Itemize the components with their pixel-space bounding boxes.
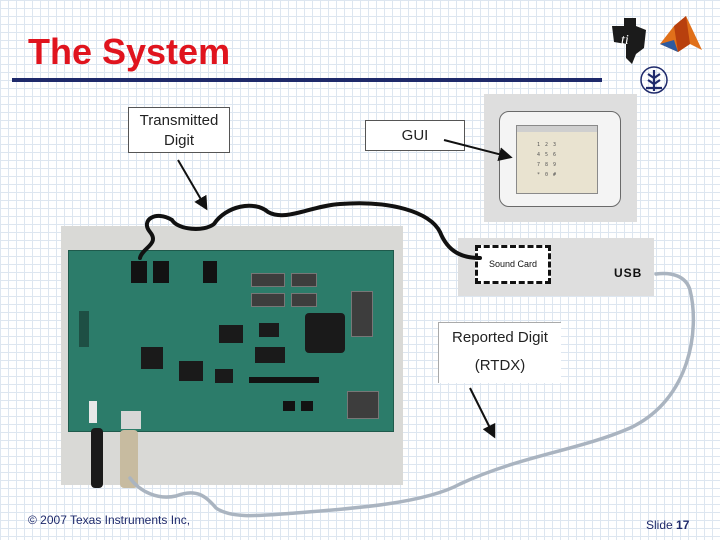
- audio-cable: [91, 428, 103, 488]
- slide-label: Slide: [646, 518, 673, 532]
- gui-window-thumbnail: 123 456 789 *0#: [516, 125, 598, 194]
- title-underline: [12, 78, 602, 82]
- transmitted-digit-label: Transmitted Digit: [128, 107, 230, 153]
- gui-label: GUI: [365, 120, 465, 151]
- reported-line-2: (RTDX): [474, 357, 526, 374]
- matlab-logo-icon: [660, 16, 702, 52]
- transmitted-arrow: [177, 159, 208, 211]
- usb-label: USB: [614, 266, 643, 280]
- reported-arrow: [469, 387, 496, 439]
- slide-number: Slide 17: [646, 518, 689, 532]
- copyright-text: © 2007 Texas Instruments Inc,: [28, 513, 191, 527]
- reported-line-1: Reported Digit: [452, 329, 548, 346]
- logo-group: ti: [612, 16, 702, 94]
- texas-instruments-logo-icon: ti: [612, 18, 646, 64]
- svg-text:ti: ti: [621, 33, 629, 48]
- transmitted-line-2: Digit: [163, 132, 194, 149]
- transmitted-line-1: Transmitted: [139, 112, 219, 129]
- university-emblem-icon: [640, 66, 668, 94]
- slide-title: The System: [28, 31, 231, 72]
- slide-number-value: 17: [676, 518, 690, 532]
- dsp-board: [68, 250, 394, 432]
- usb-cable: [120, 430, 138, 488]
- reported-digit-label: Reported Digit (RTDX): [438, 322, 561, 383]
- sound-card-box: Sound Card: [475, 245, 551, 284]
